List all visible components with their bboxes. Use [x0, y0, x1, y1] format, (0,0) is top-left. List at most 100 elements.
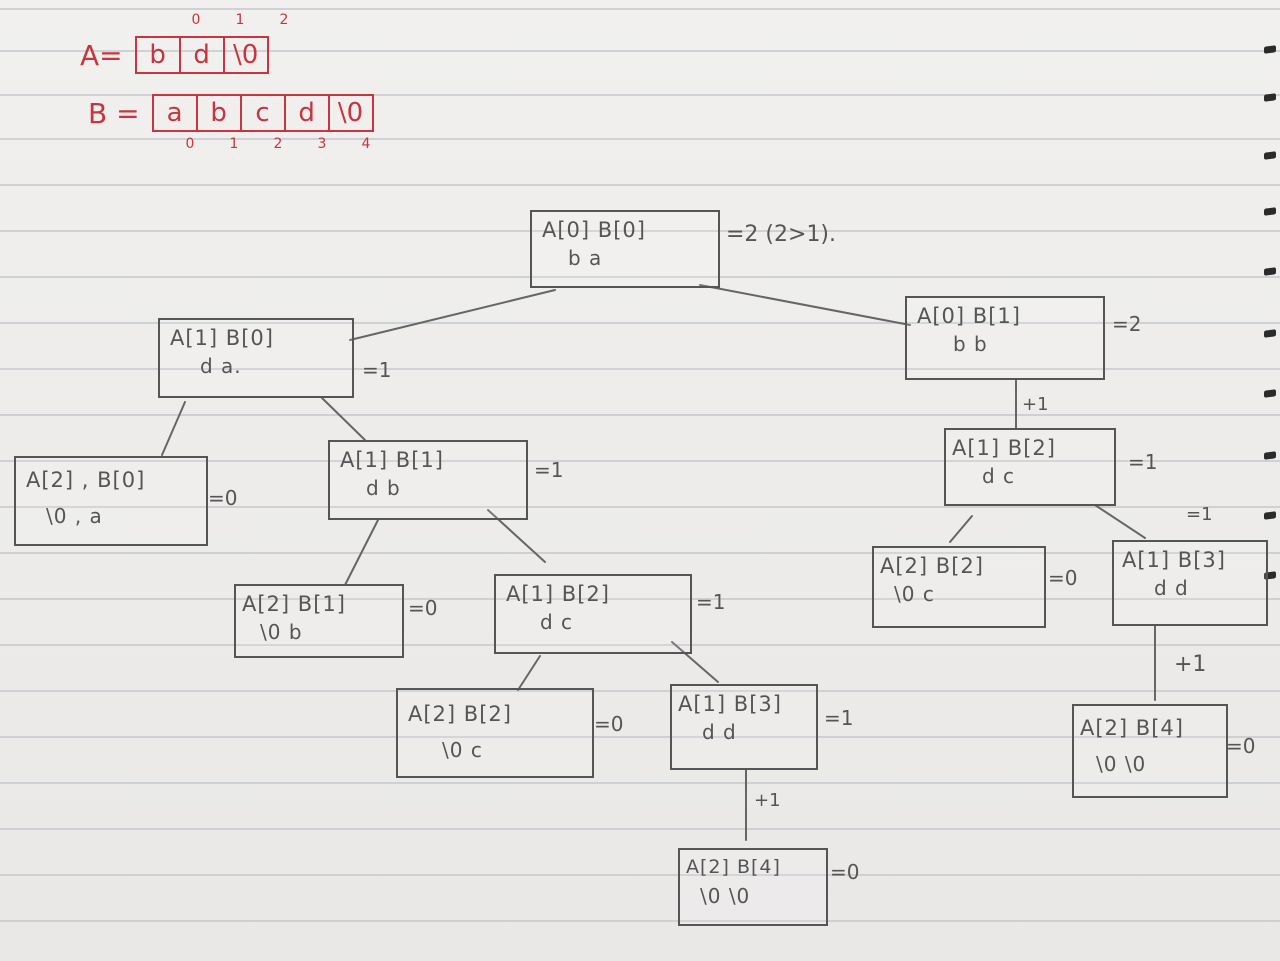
- edge-n4-n6: [344, 519, 379, 586]
- array-b-cell: d: [286, 96, 330, 130]
- edge-n1-n4: [321, 397, 366, 441]
- node-n12: A[1] B[3] d d: [1112, 540, 1268, 626]
- ruled-line: [0, 50, 1280, 52]
- node-n7-result: =1: [696, 590, 726, 614]
- node-n3-line1: A[2] , B[0]: [26, 468, 146, 492]
- node-n6-line2: \0 b: [260, 620, 303, 644]
- node-n11-line1: A[2] B[2]: [880, 554, 984, 578]
- array-b-index: 0: [185, 136, 195, 152]
- array-a: A= b d \0: [80, 36, 269, 74]
- edge-label-plus-one: +1: [1022, 394, 1049, 415]
- node-n1: A[1] B[0] d a.: [158, 318, 354, 398]
- node-n12-line2: d d: [1154, 576, 1189, 600]
- ruled-line: [0, 644, 1280, 646]
- array-b-cells: a b c d \0: [151, 94, 374, 132]
- array-b-index: 1: [229, 136, 239, 152]
- node-n7-line1: A[1] B[2]: [506, 582, 610, 606]
- node-n8-result: =0: [594, 712, 624, 736]
- edge-n7-n9: [671, 641, 719, 683]
- ruled-line: [0, 736, 1280, 738]
- ruled-line: [0, 138, 1280, 140]
- ruled-line: [0, 828, 1280, 830]
- ruled-line: [0, 920, 1280, 922]
- edge-n5-n12: [1094, 504, 1146, 539]
- array-b-cell: a: [154, 96, 198, 130]
- array-a-indices: 0 1 2: [174, 12, 306, 28]
- node-n9-line1: A[1] B[3]: [678, 692, 782, 716]
- node-n10-line2: \0 \0: [700, 884, 751, 908]
- array-b-indices: 0 1 2 3 4: [168, 136, 388, 152]
- node-n4-result: =1: [534, 458, 564, 482]
- node-root-result: =2 (2>1).: [726, 222, 837, 247]
- node-n1-line2: d a.: [200, 354, 242, 378]
- array-b-index: 3: [317, 136, 327, 152]
- node-n11-result: =0: [1048, 566, 1078, 590]
- ruled-line: [0, 506, 1280, 508]
- node-n12-line1: A[1] B[3]: [1122, 548, 1226, 572]
- node-n13-line2: \0 \0: [1096, 752, 1147, 776]
- node-n7: A[1] B[2] d c: [494, 574, 692, 654]
- array-a-cell: \0: [232, 40, 259, 70]
- node-n8-line2: \0 c: [442, 738, 483, 762]
- array-b-index: 4: [361, 136, 371, 152]
- node-n6-line1: A[2] B[1]: [242, 592, 346, 616]
- edge-n1-n3: [161, 401, 186, 456]
- ruled-line: [0, 184, 1280, 186]
- node-n4-line1: A[1] B[1]: [340, 448, 444, 472]
- node-n9-result: =1: [824, 706, 854, 730]
- array-b-cell: b: [198, 96, 242, 130]
- ruled-line: [0, 414, 1280, 416]
- node-n3-result: =0: [208, 486, 238, 510]
- ruled-line: [0, 552, 1280, 554]
- node-root-line2: b a: [568, 246, 603, 270]
- array-b-cell: c: [242, 96, 286, 130]
- array-b-label: B =: [88, 96, 140, 130]
- ruled-line: [0, 8, 1280, 10]
- node-n13: A[2] B[4] \0 \0: [1072, 704, 1228, 798]
- node-root: A[0] B[0] b a: [530, 210, 720, 288]
- node-n1-result: =1: [362, 358, 392, 382]
- node-n6: A[2] B[1] \0 b: [234, 584, 404, 658]
- node-n5-result: =1: [1128, 450, 1158, 474]
- array-b-index: 2: [273, 136, 283, 152]
- node-n10: A[2] B[4] \0 \0: [678, 848, 828, 926]
- node-n5-line2: d c: [982, 464, 1016, 488]
- node-n2-result: =2: [1112, 312, 1142, 336]
- node-n11: A[2] B[2] \0 c: [872, 546, 1046, 628]
- node-n8: A[2] B[2] \0 c: [396, 688, 594, 778]
- edge-root-left: [349, 289, 556, 341]
- array-a-label: A=: [80, 38, 123, 72]
- ruled-line: [0, 782, 1280, 784]
- ruled-line: [0, 874, 1280, 876]
- array-a-index: 2: [279, 12, 289, 28]
- node-n3-line2: \0 , a: [46, 504, 103, 528]
- ruled-line: [0, 690, 1280, 692]
- node-n13-result: =0: [1226, 734, 1256, 758]
- ruled-line: [0, 230, 1280, 232]
- ruled-line: [0, 598, 1280, 600]
- edge-label-plus-one: +1: [754, 790, 781, 811]
- edge-n5-n11: [949, 515, 973, 543]
- edge-label-equals-one: =1: [1186, 504, 1213, 525]
- node-n5-line1: A[1] B[2]: [952, 436, 1056, 460]
- node-n11-line2: \0 c: [894, 582, 935, 606]
- ruled-line: [0, 368, 1280, 370]
- array-b-cell: \0: [337, 98, 364, 128]
- array-a-cell: b: [137, 38, 181, 72]
- node-n2-line1: A[0] B[1]: [917, 304, 1021, 328]
- edge-root-right: [699, 284, 911, 326]
- node-n4-line2: d b: [366, 476, 401, 500]
- node-n9-line2: d d: [702, 720, 737, 744]
- array-b: B = a b c d \0: [88, 94, 374, 132]
- node-n2-line2: b b: [953, 332, 988, 356]
- node-n8-line1: A[2] B[2]: [408, 702, 512, 726]
- edge-n7-n8: [517, 655, 541, 691]
- node-n3: A[2] , B[0] \0 , a: [14, 456, 208, 546]
- node-n4: A[1] B[1] d b: [328, 440, 528, 520]
- node-n2: A[0] B[1] b b: [905, 296, 1105, 380]
- node-n6-result: =0: [408, 596, 438, 620]
- ruled-line: [0, 94, 1280, 96]
- node-root-line1: A[0] B[0]: [542, 218, 646, 242]
